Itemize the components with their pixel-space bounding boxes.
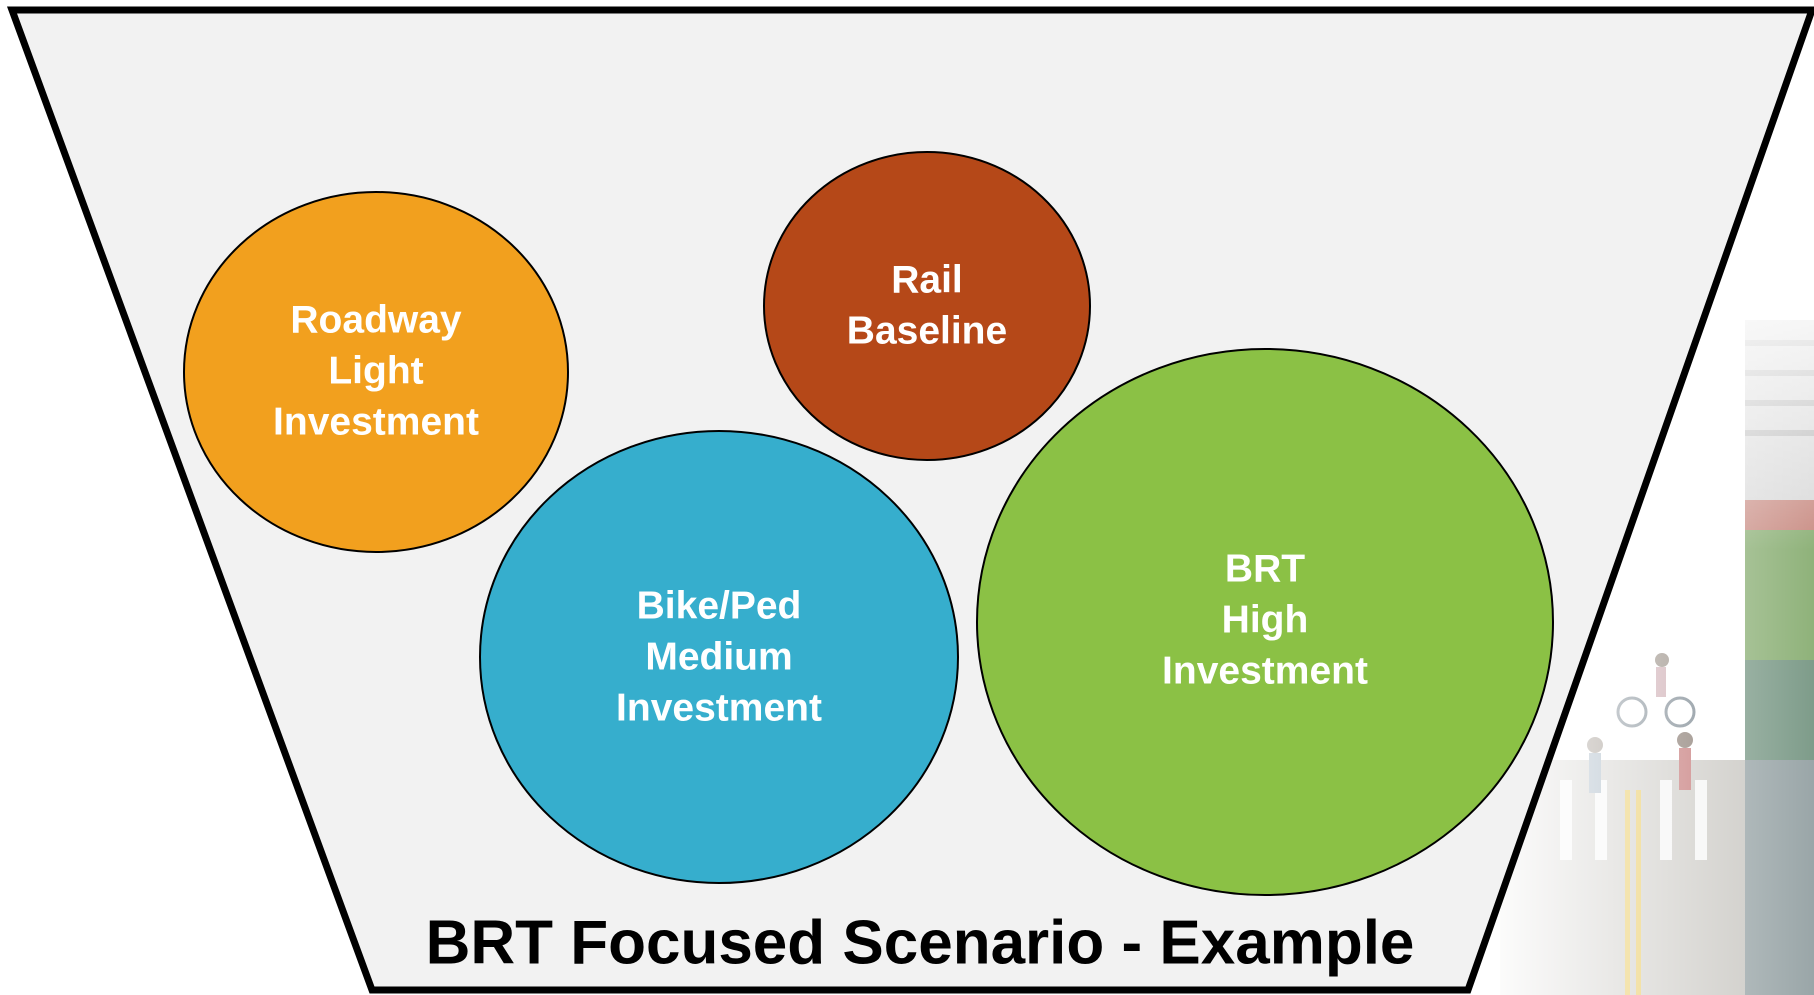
bubble-roadway-label-line: Roadway	[290, 298, 462, 341]
bubble-brt-label-line: Investment	[1162, 649, 1368, 692]
bubble-rail-label-line: Baseline	[847, 309, 1007, 352]
bubble-brt-circle	[976, 348, 1554, 896]
bubble-brt-label-line: High	[1222, 598, 1309, 641]
bubble-brt-label-line: BRT	[1225, 547, 1305, 590]
bubble-roadway-circle	[183, 191, 569, 553]
bubble-rail-circle	[763, 151, 1091, 461]
bubble-bikeped-circle	[479, 430, 959, 884]
bubble-roadway-label-line: Light	[328, 349, 423, 392]
bubble-rail-label-line: Rail	[891, 258, 963, 301]
diagram-title: BRT Focused Scenario - Example	[426, 908, 1415, 977]
bubble-roadway-label-line: Investment	[273, 400, 479, 443]
bubble-bikeped-label-line: Medium	[645, 635, 792, 678]
bubble-bikeped-label-line: Bike/Ped	[637, 584, 802, 627]
bubble-bikeped-label-line: Investment	[616, 686, 822, 729]
